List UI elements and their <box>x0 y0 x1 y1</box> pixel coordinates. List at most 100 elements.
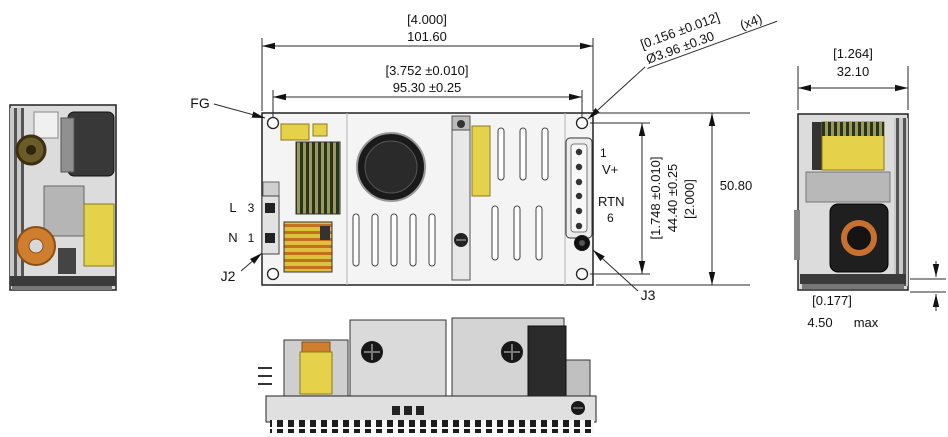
connector-pin <box>575 178 583 186</box>
connector-pin <box>575 222 583 230</box>
bulk-capacitor-top <box>364 140 418 194</box>
dimension-overall-height: [2.000] 50.80 <box>596 112 753 286</box>
j2-leader-line <box>240 252 263 272</box>
component-block <box>33 111 59 139</box>
output-pin1-number: 1 <box>600 146 607 160</box>
dim-component-height-mm: 4.50 <box>807 315 832 330</box>
dimension-overall-width: [4.000] 101.60 <box>261 12 594 111</box>
toroid-center <box>28 238 44 254</box>
dimension-hole-callout: [0.156 ±0.012] Ø3.96 ±0.30 (x4) <box>587 9 778 120</box>
line-label: L <box>229 200 236 215</box>
mounting-hole <box>266 116 280 130</box>
dim-overall-height-mm: 50.80 <box>720 178 753 193</box>
pcb-pins <box>802 284 904 289</box>
component-block <box>416 406 424 415</box>
clamp <box>812 122 822 170</box>
dim-mount-height-inch: [1.748 ±0.010] <box>648 156 663 239</box>
capacitor-can <box>527 325 567 397</box>
toroid-core <box>26 145 36 155</box>
bracket-screw <box>457 120 465 128</box>
left-side-view <box>9 104 117 291</box>
dimension-component-height: [0.177] 4.50 max <box>807 261 946 330</box>
connector-pin <box>575 207 583 215</box>
pcb-pins <box>794 210 800 260</box>
vent-slot <box>513 205 521 261</box>
vent-slot <box>390 213 398 267</box>
mounting-hole <box>575 267 589 281</box>
dim-overall-height-inch: [2.000] <box>682 179 697 219</box>
callout-labels: FG L 3 N 1 J2 J3 1 V+ RTN 6 <box>190 95 655 303</box>
vent-slot <box>497 127 505 181</box>
vent-slot <box>491 205 499 261</box>
pin-neutral <box>265 233 275 243</box>
vent-slot <box>371 213 379 267</box>
neutral-pin-number: 1 <box>248 231 255 245</box>
connector-pin <box>575 163 583 171</box>
heatsink-top <box>295 141 341 215</box>
component-block <box>392 406 400 415</box>
vent-slot <box>519 127 527 181</box>
dim-mount-width-inch: [3.752 ±0.010] <box>385 63 468 78</box>
connector-pin <box>575 192 583 200</box>
mounting-hole <box>266 267 280 281</box>
vent-slot <box>541 127 549 181</box>
component-block <box>58 248 76 274</box>
dim-mount-width-mm: 95.30 ±0.25 <box>393 80 462 95</box>
vent-slot <box>535 205 543 261</box>
heatsink-fins <box>894 118 908 286</box>
pcb-pins <box>12 286 112 290</box>
fg-leader-line <box>213 103 266 119</box>
capacitor-yellow <box>471 125 491 197</box>
center-bracket <box>451 115 471 281</box>
transformer-tape <box>83 203 115 267</box>
vent-slot <box>428 213 436 267</box>
pcb-pin-row <box>270 420 594 433</box>
component-block <box>43 185 85 237</box>
dimension-mount-width: [3.752 ±0.010] 95.30 ±0.25 <box>272 63 583 118</box>
capacitor-yellow <box>280 123 310 141</box>
bottom-front-view <box>258 317 597 433</box>
capacitor-side <box>67 111 115 177</box>
connector-pin <box>575 148 583 156</box>
capacitor-sleeve <box>60 117 75 173</box>
dim-component-height-inch: [0.177] <box>812 293 852 308</box>
line-pin-number: 3 <box>248 201 255 215</box>
neutral-label: N <box>228 230 237 245</box>
transformer-laminations <box>822 122 884 136</box>
dim-mount-height-mm: 44.40 ±0.25 <box>665 164 680 233</box>
dim-overall-width-mm: 101.60 <box>407 29 447 44</box>
rtn-label: RTN <box>598 194 624 209</box>
top-view <box>261 112 594 286</box>
dim-overall-width-inch: [4.000] <box>407 12 447 27</box>
callout-underline <box>647 20 778 69</box>
coil-toroid <box>841 220 877 256</box>
j3-leader-line <box>592 249 639 292</box>
mounting-hole <box>575 116 589 130</box>
capacitor-yellow <box>312 123 328 137</box>
vent-slot <box>352 213 360 267</box>
leader-line <box>587 66 646 120</box>
dim-hole-qty: (x4) <box>738 11 764 33</box>
dimension-mount-height: [1.748 ±0.010] 44.40 ±0.25 <box>590 122 680 275</box>
connector-housing <box>570 143 588 233</box>
fg-label: FG <box>190 95 209 111</box>
component-block <box>805 171 891 203</box>
right-side-view <box>794 113 909 291</box>
dimension-side-width: [1.264] 32.10 <box>797 46 909 110</box>
dim-side-width-mm: 32.10 <box>837 64 870 79</box>
output-pin6-number: 6 <box>607 211 614 225</box>
j3-label: J3 <box>641 287 656 303</box>
pcb-edge <box>10 276 116 286</box>
pcb-board <box>265 395 597 423</box>
coil-top <box>301 341 331 353</box>
transformer-tape <box>299 351 333 395</box>
pin-line <box>265 203 275 213</box>
bolt-center <box>579 240 585 246</box>
dim-side-width-inch: [1.264] <box>833 46 873 61</box>
vent-slot <box>409 213 417 267</box>
pcb-edge <box>800 274 906 284</box>
component-block <box>404 406 412 415</box>
component-block <box>320 226 330 240</box>
